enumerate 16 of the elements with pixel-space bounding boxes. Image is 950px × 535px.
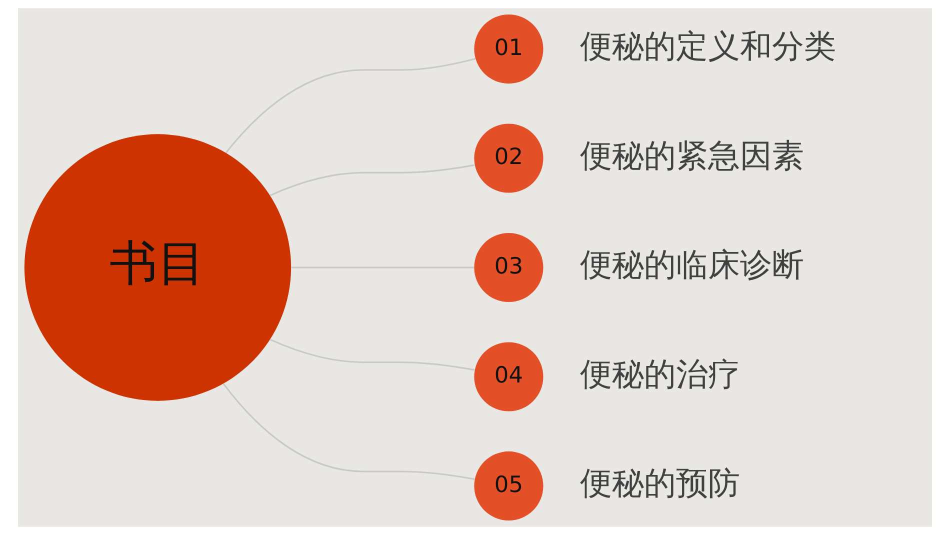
connector [226, 58, 476, 154]
node-circle: 05 [474, 451, 544, 520]
node-circle: 03 [474, 232, 544, 302]
node-circle: 书目 [24, 134, 292, 401]
node-label: 便秘的紧急因素 [580, 136, 804, 174]
connector [270, 338, 475, 371]
node-circle: 01 [474, 14, 544, 84]
connector [270, 164, 475, 196]
connector [292, 266, 474, 268]
node-label: 便秘的临床诊断 [580, 246, 804, 284]
node-circle: 02 [474, 124, 544, 193]
node-label: 便秘的治疗 [580, 354, 740, 393]
node-label: 便秘的预防 [580, 464, 740, 502]
node-label: 便秘的定义和分类 [580, 27, 836, 66]
connector [222, 383, 475, 480]
node-circle: 04 [474, 342, 544, 412]
